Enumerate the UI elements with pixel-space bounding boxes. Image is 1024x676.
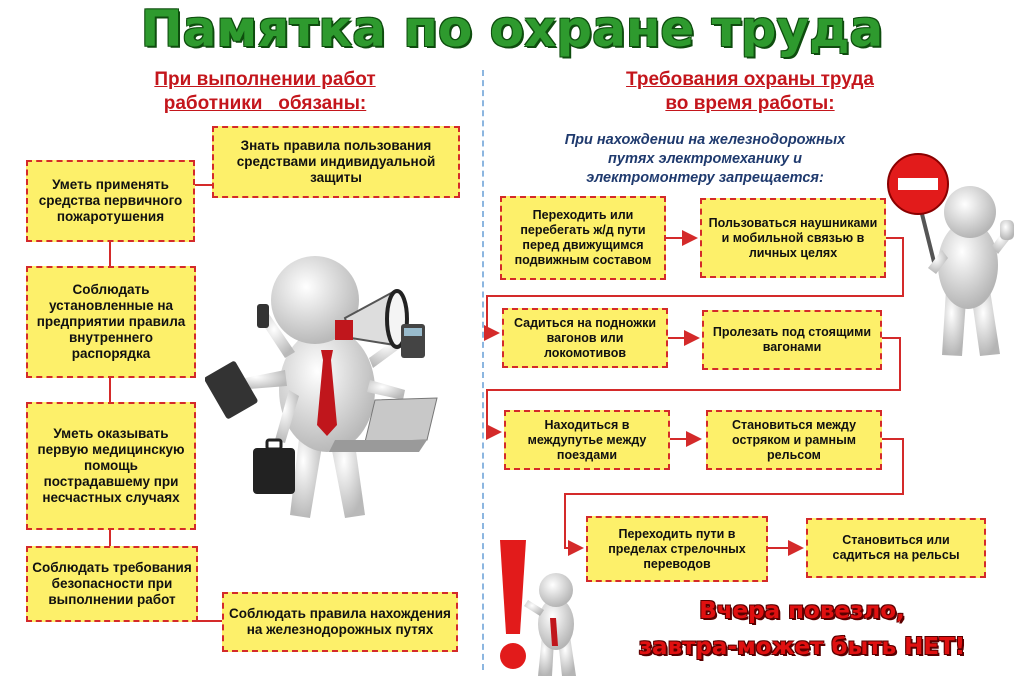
- left-box-ppe: Знать правила пользования средствами инд…: [212, 126, 460, 198]
- left-box-tracks: Соблюдать правила нахождения на железнод…: [222, 592, 458, 652]
- right-subtitle-line2: путях электромеханику и: [608, 151, 802, 167]
- stop-sign-figure-icon: [887, 153, 1014, 356]
- right-box-cross: Переходить или перебегать ж/д пути перед…: [500, 196, 666, 280]
- slogan-line2: завтра-может быть НЕТ!: [638, 634, 966, 660]
- exclamation-figure-icon: [500, 540, 576, 676]
- center-divider: [482, 70, 484, 670]
- left-box-rules: Соблюдать установленные на предприятии п…: [26, 266, 196, 378]
- left-box-safety: Соблюдать требования безопасности при вы…: [26, 546, 198, 622]
- right-box-rails: Становиться или садиться на рельсы: [806, 518, 986, 578]
- left-heading-line1: При выполнении работ: [154, 69, 376, 90]
- right-box-switches: Переходить пути в пределах стрелочных пе…: [586, 516, 768, 582]
- right-box-crawl: Пролезать под стоящими вагонами: [702, 310, 882, 370]
- right-heading-line1: Требования охраны труда: [626, 69, 874, 90]
- left-box-fire: Уметь применять средства первичного пожа…: [26, 160, 195, 242]
- page-title: Памятка по охране труда: [140, 0, 884, 58]
- right-subtitle-line3: электромонтеру запрещается:: [586, 170, 824, 186]
- right-box-between: Находиться в междупутье между поездами: [504, 410, 670, 470]
- busy-worker-figure-icon: [205, 256, 438, 518]
- left-heading-line2: работники обязаны:: [163, 93, 367, 114]
- right-box-footboards: Садиться на подножки вагонов или локомот…: [502, 308, 668, 368]
- slogan-line1: Вчера повезло,: [699, 598, 905, 624]
- right-box-headphones: Пользоваться наушниками и мобильной связ…: [700, 198, 886, 278]
- right-box-switchpoint: Становиться между остряком и рамным рель…: [706, 410, 882, 470]
- right-heading-line2: во время работы:: [665, 93, 835, 114]
- left-box-firstaid: Уметь оказывать первую медицинскую помощ…: [26, 402, 196, 530]
- right-subtitle-line1: При нахождении на железнодорожных: [564, 132, 846, 148]
